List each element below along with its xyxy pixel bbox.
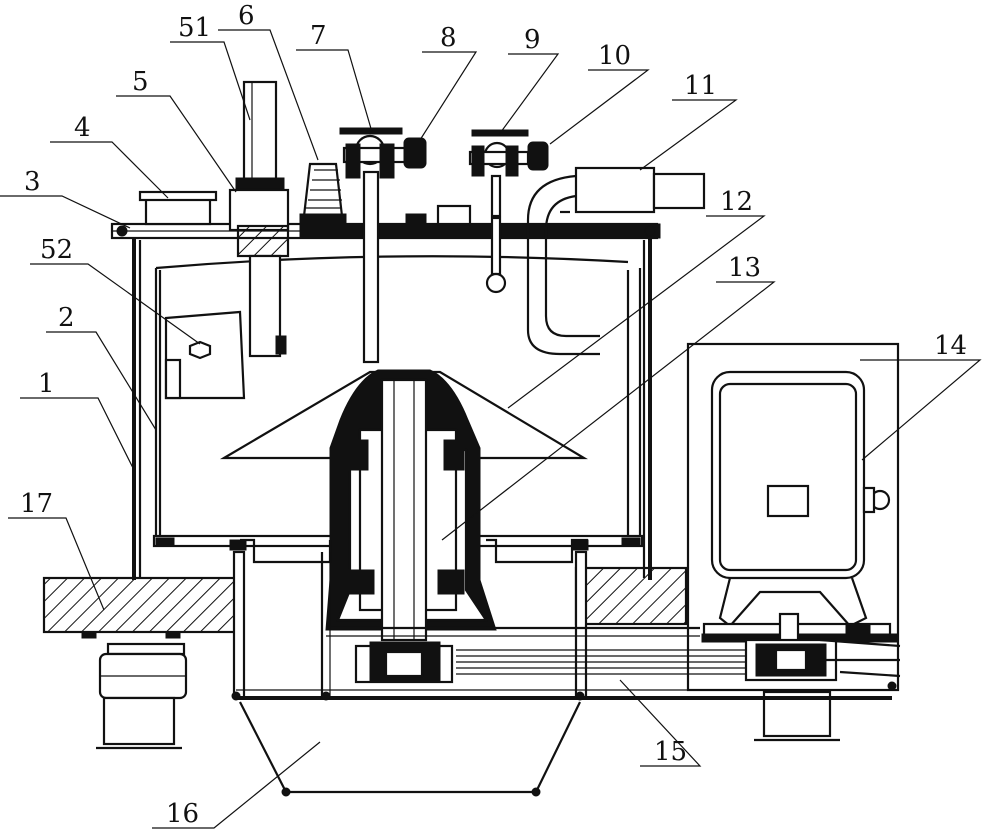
label-3: 3 bbox=[24, 167, 41, 197]
label-11: 11 bbox=[684, 71, 717, 101]
outer-casing bbox=[132, 238, 652, 580]
cone-piece bbox=[299, 162, 347, 225]
label-2: 2 bbox=[58, 303, 75, 333]
label-12: 12 bbox=[720, 187, 753, 217]
label-52: 52 bbox=[40, 235, 73, 265]
cover-bracket bbox=[436, 204, 472, 226]
label-14: 14 bbox=[934, 331, 967, 361]
support-plate bbox=[42, 550, 688, 700]
left-damper bbox=[96, 642, 188, 750]
feed-valve bbox=[339, 127, 427, 364]
label-5: 5 bbox=[132, 67, 149, 97]
belt-drive bbox=[326, 626, 901, 682]
label-17: 17 bbox=[20, 489, 53, 519]
motor bbox=[686, 342, 900, 692]
label-9: 9 bbox=[524, 25, 541, 55]
label-6: 6 bbox=[238, 1, 255, 31]
label-10: 10 bbox=[598, 41, 631, 71]
probe-valve bbox=[468, 129, 549, 294]
label-15: 15 bbox=[654, 737, 687, 767]
cover-nut bbox=[405, 213, 427, 225]
label-4: 4 bbox=[74, 113, 91, 143]
part-labels: 1 2 3 4 5 51 52 6 7 8 9 10 11 12 13 14 1… bbox=[20, 1, 967, 829]
label-1: 1 bbox=[38, 369, 55, 399]
discharge-hopper bbox=[239, 701, 581, 797]
label-16: 16 bbox=[166, 799, 199, 829]
label-13: 13 bbox=[728, 253, 761, 283]
bearing-housing bbox=[325, 369, 497, 684]
elbow-pipe bbox=[526, 166, 706, 356]
scraper-assembly bbox=[164, 80, 290, 400]
top-cover bbox=[110, 222, 661, 240]
label-8: 8 bbox=[440, 23, 457, 53]
base-frame bbox=[231, 552, 897, 701]
hand-hole bbox=[138, 190, 218, 226]
leader-lines bbox=[0, 29, 982, 829]
label-51: 51 bbox=[178, 13, 211, 43]
label-7: 7 bbox=[310, 21, 327, 51]
